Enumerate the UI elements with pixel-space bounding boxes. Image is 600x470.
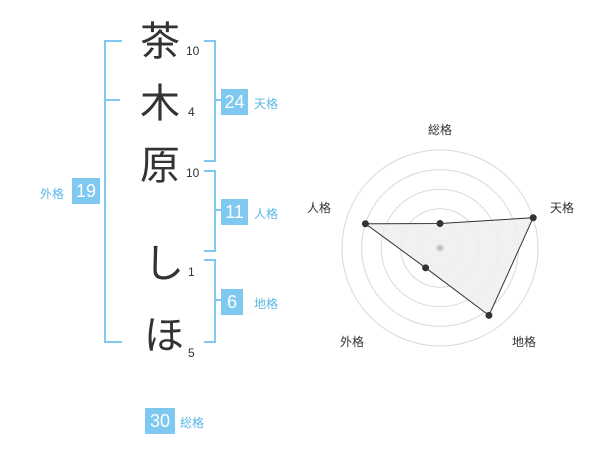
soukaku-label: 総格 (180, 416, 205, 430)
stroke-count-1: 10 (186, 44, 200, 58)
radar-center-dot (436, 244, 444, 252)
radar-point-5 (361, 220, 369, 228)
chikaku-label: 地格 (254, 297, 279, 311)
name-char-4: し (144, 241, 184, 287)
radar-point-2 (529, 214, 537, 222)
chikaku-connector (214, 299, 222, 301)
radar-axis-label-soukaku: 総格 (428, 122, 452, 137)
jinkaku-bracket (204, 170, 216, 252)
radar-ring-5 (341, 149, 539, 347)
chikaku-badge: 6 (221, 289, 243, 315)
tenkaku-bracket (204, 40, 216, 162)
radar-point-4 (422, 264, 430, 272)
radar-point-3 (485, 311, 493, 319)
stroke-count-4: 1 (188, 265, 195, 279)
jinkaku-badge: 11 (221, 199, 248, 225)
chikaku-bracket (204, 259, 216, 343)
soukaku-badge: 30 (145, 408, 175, 434)
name-char-1: 茶 (140, 19, 180, 65)
gaikaku-label: 外格 (40, 187, 65, 201)
jinkaku-connector (214, 209, 222, 211)
name-char-5: ほ (144, 313, 184, 359)
tenkaku-label: 天格 (254, 97, 279, 111)
stroke-count-3: 10 (186, 166, 200, 180)
name-char-2: 木 (140, 81, 180, 127)
radar-data-polygon (363, 217, 535, 317)
radar-axis-label-tenkaku: 天格 (550, 200, 574, 215)
radar-point-1 (436, 220, 444, 227)
radar-axis-label-gaikaku: 外格 (340, 334, 364, 349)
gaikaku-badge: 19 (72, 178, 100, 204)
tenkaku-connector (214, 99, 222, 101)
gaikaku-bracket-tick (106, 99, 120, 101)
radar-chart: 総格 天格 地格 外格 人格 (307, 122, 574, 349)
radar-axis-label-jinkaku: 人格 (307, 200, 331, 215)
tenkaku-badge: 24 (221, 89, 248, 115)
name-char-3: 原 (140, 143, 180, 189)
stroke-count-2: 4 (188, 105, 195, 119)
jinkaku-label: 人格 (254, 207, 279, 221)
radar-data-points (361, 214, 537, 319)
stroke-count-5: 5 (188, 346, 195, 360)
gaikaku-bracket (104, 40, 122, 343)
radar-axis-label-chikaku: 地格 (512, 334, 536, 349)
